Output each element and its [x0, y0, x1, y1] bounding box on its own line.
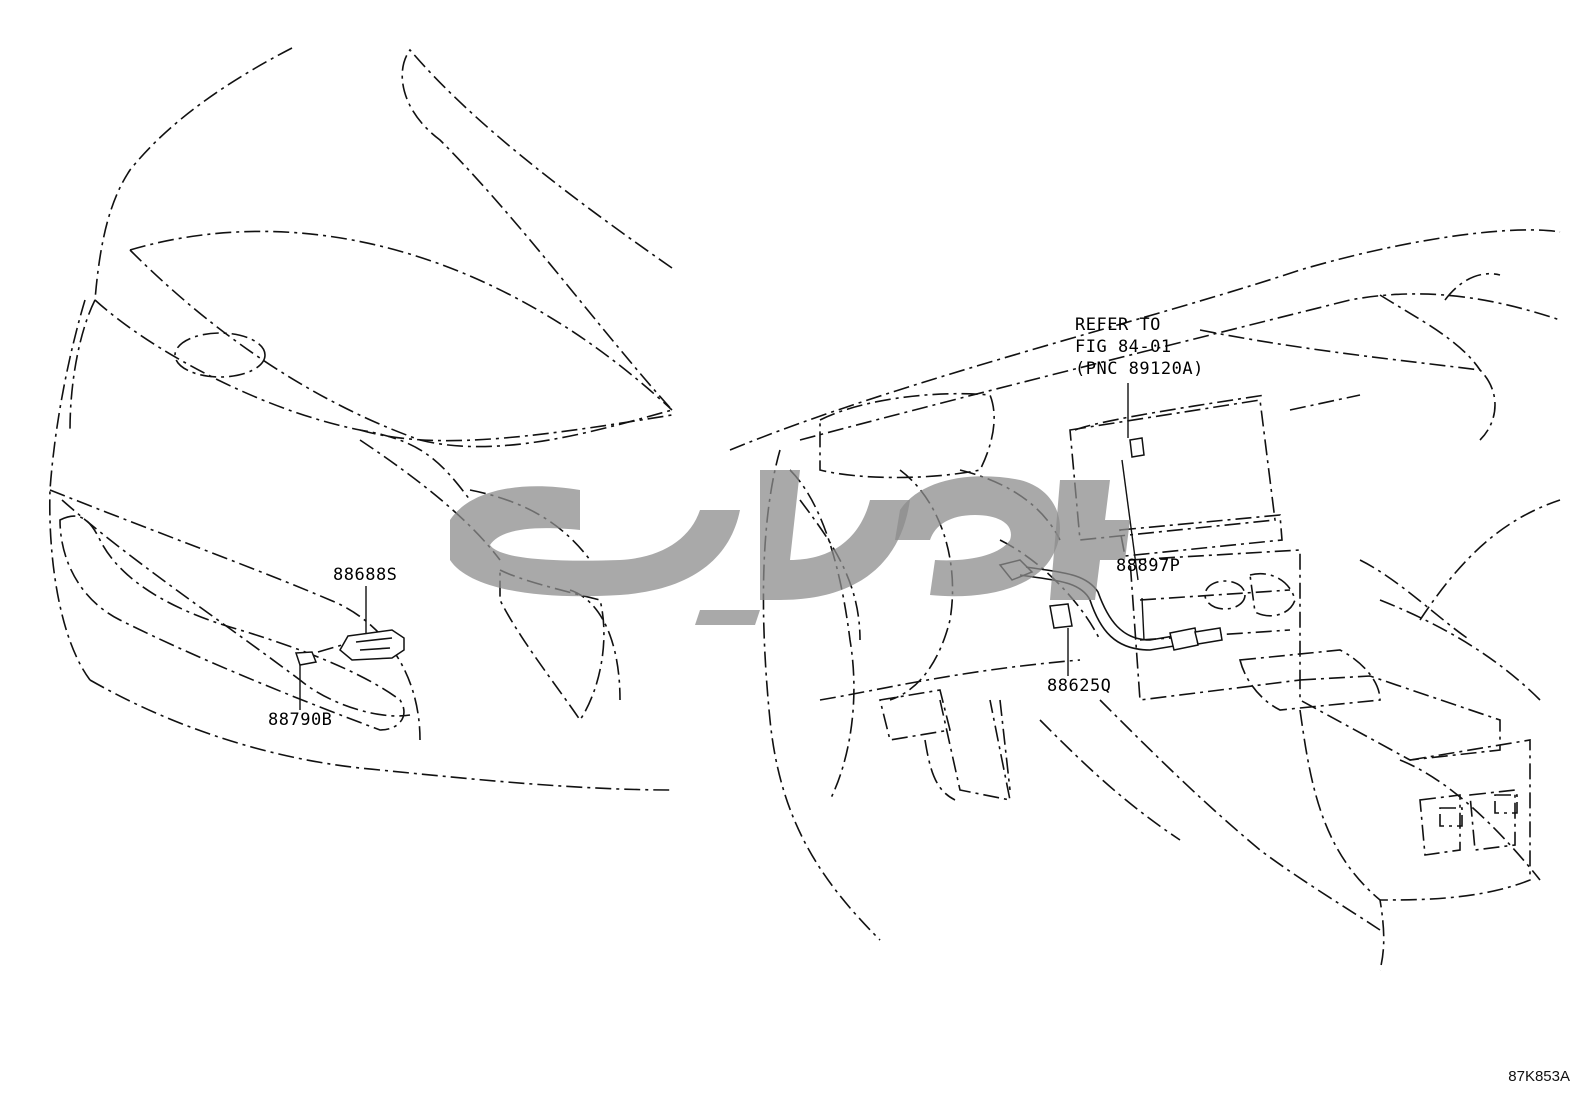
vehicle-front-outline — [48, 47, 673, 791]
part-label-88897p: 88897P — [1116, 556, 1181, 576]
refer-note-line2: FIG 84-01 — [1075, 337, 1172, 357]
leader-88897p-b — [1141, 597, 1145, 641]
watermark-logo — [450, 470, 1130, 625]
part-label-88790b: 88790B — [268, 710, 333, 730]
illustration-code: 87K853A — [1508, 1068, 1570, 1085]
ambient-sensor-clip — [294, 651, 318, 666]
part-label-88625q: 88625Q — [1047, 676, 1112, 696]
refer-note-line1: REFER TO — [1075, 315, 1161, 335]
part-label-88688s: 88688S — [333, 565, 398, 585]
refer-note-line3: (PNC 89120A) — [1075, 359, 1204, 379]
dashboard-outline — [729, 229, 1561, 971]
ambient-sensor-bracket — [317, 629, 405, 661]
solar-sensor-clip — [1129, 437, 1145, 458]
